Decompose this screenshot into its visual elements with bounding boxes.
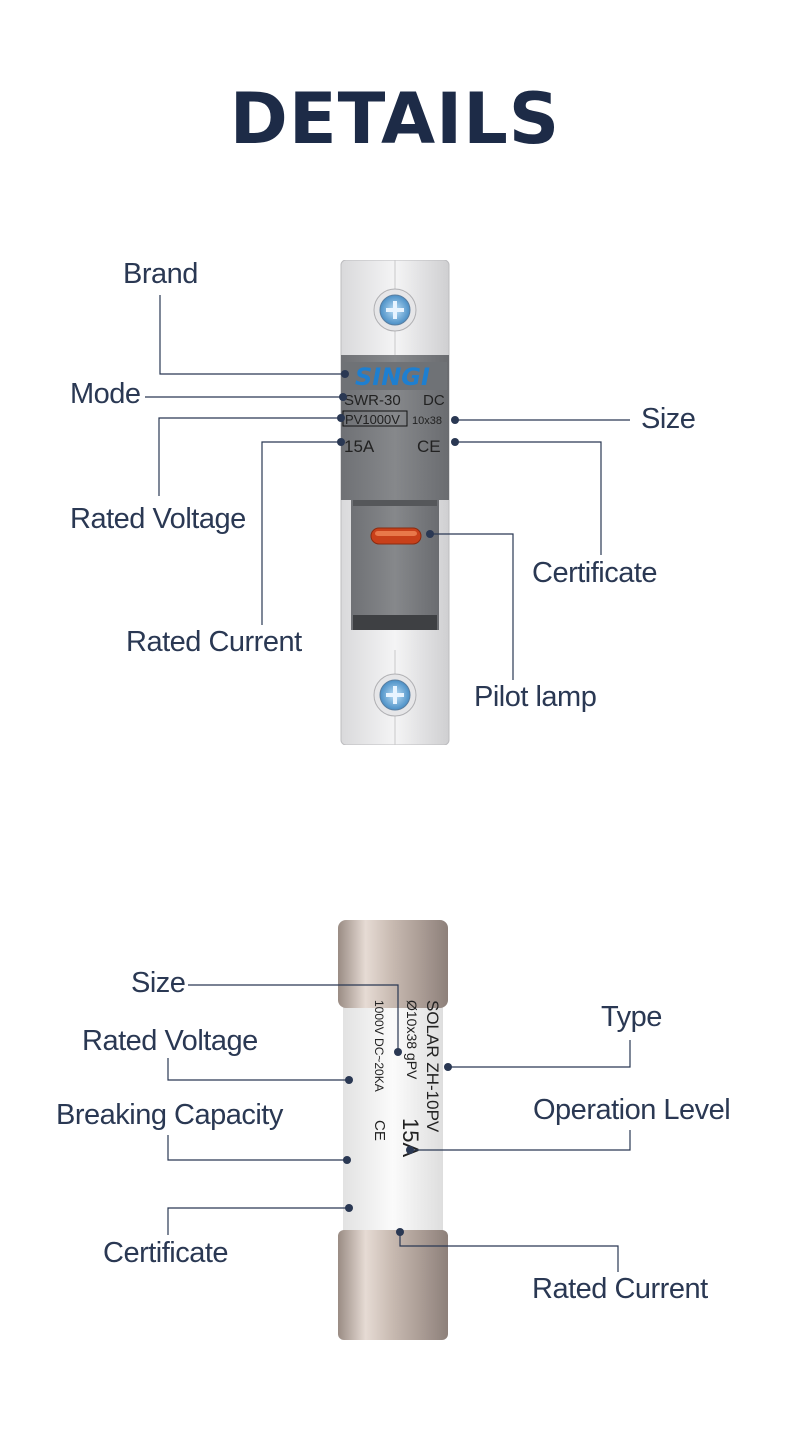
holder-current-text: 15A	[344, 437, 375, 456]
fuse-size-label: Size	[131, 967, 186, 999]
fuse-type-text: SOLAR ZH-10PV	[423, 1000, 442, 1133]
fuse-size-level-text: Ø10x38 gPV	[404, 1000, 420, 1080]
holder-pilot-lamp-label: Pilot lamp	[474, 681, 597, 713]
fuse-rated-current-label: Rated Current	[532, 1273, 708, 1305]
fuse-breaking-capacity-label: Breaking Capacity	[56, 1099, 283, 1131]
holder-brand-label: Brand	[123, 258, 198, 290]
page-title: DETAILS	[229, 78, 561, 160]
holder-size-text: 10x38	[412, 415, 442, 427]
holder-voltage-text: PV1000V	[345, 412, 400, 427]
holder-mode-label: Mode	[70, 378, 141, 410]
holder-model-text: SWR-30	[344, 392, 401, 409]
holder-certificate-label: Certificate	[532, 557, 658, 589]
holder-rated-current-label: Rated Current	[126, 626, 302, 658]
cylindrical-fuse-image: SOLAR ZH-10PV Ø10x38 gPV 1000V DC~20KA 1…	[338, 920, 448, 1340]
fuse-voltage-breaking-text: 1000V DC~20KA	[372, 1000, 386, 1092]
fuse-certificate-label: Certificate	[103, 1237, 229, 1269]
fuse-ce-text: CE	[371, 1120, 388, 1141]
holder-dc-text: DC	[423, 392, 445, 409]
fuse-operation-level-label: Operation Level	[533, 1094, 731, 1126]
fuse-rated-voltage-label: Rated Voltage	[82, 1025, 258, 1057]
holder-ce-text: CE	[417, 437, 441, 456]
holder-size-label: Size	[641, 403, 696, 435]
fuse-holder-image: SINGI SWR-30 DC PV1000V 10x38 15A CE	[340, 260, 450, 745]
fuse-type-label: Type	[601, 1001, 662, 1033]
brand-logo: SINGI	[355, 363, 430, 391]
holder-rated-voltage-label: Rated Voltage	[70, 503, 246, 535]
